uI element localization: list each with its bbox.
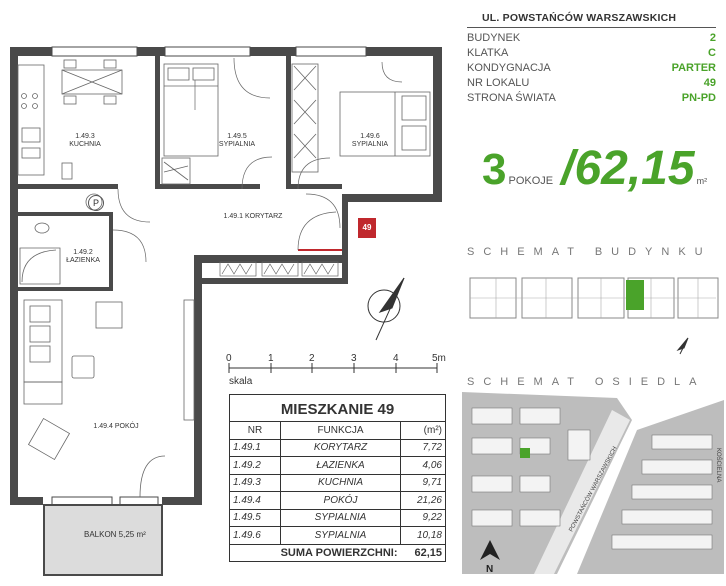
rooms-count: 3 (482, 145, 507, 194)
cell-fn: SYPIALNIA (280, 509, 401, 527)
table-row: 1.49.3 KUCHNIA 9,71 (230, 474, 445, 492)
table-row: 1.49.1 KORYTARZ 7,72 (230, 439, 445, 457)
floor-plan (10, 46, 442, 576)
rooms-word: POKOJE (508, 175, 554, 187)
sum-label: SUMA POWIERZCHNI: (280, 546, 398, 559)
scale-tick-0: 0 (226, 353, 232, 364)
cell-nr: 1.49.2 (230, 456, 281, 475)
cell-fn: SYPIALNIA (280, 526, 401, 545)
balcony-label: BALKON 5,25 m² (84, 530, 146, 539)
scale-tick-3: 3 (351, 353, 357, 364)
area-unit: m² (696, 176, 708, 186)
cell-area: 4,06 (400, 456, 445, 475)
table-title: MIESZKANIE 49 (230, 395, 445, 422)
cell-fn: ŁAZIENKA (280, 456, 401, 475)
cell-nr: 1.49.4 (230, 491, 281, 510)
scale-tick-1: 1 (268, 353, 274, 364)
site-north-icon: N (480, 540, 500, 575)
total-area: 62,15 (574, 142, 695, 195)
table-header-nr: NR (230, 422, 281, 440)
scale-tick-2: 2 (309, 353, 315, 364)
balcony-area (43, 504, 163, 576)
cell-area: 9,22 (400, 509, 445, 527)
summary-rooms-area: 3 POKOJE / 62,15 m² (482, 142, 708, 195)
building-schema (469, 277, 719, 355)
room-label-pokoj: 1.49.4 POKÓJ (93, 423, 139, 430)
site-street-2: KOŚCIELNA (715, 448, 723, 482)
cell-nr: 1.49.3 (230, 474, 281, 492)
divider (467, 27, 716, 28)
compass-icon (367, 277, 405, 341)
table-row: 1.49.5 SYPIALNIA 9,22 (230, 509, 445, 527)
scale-bar (228, 363, 438, 373)
area-table: MIESZKANIE 49 NR FUNKCJA (m²) 1.49.1 KOR… (229, 394, 446, 562)
north-arrow-icon (676, 337, 689, 355)
table-row: 1.49.4 POKÓJ 21,26 (230, 491, 445, 510)
parking-icon: P (88, 195, 104, 211)
cell-area: 21,26 (400, 491, 445, 510)
scale-tick-4: 4 (393, 353, 399, 364)
sum-value: 62,15 (414, 546, 442, 559)
scale-tick-5: 5m (432, 353, 446, 364)
cell-fn: KUCHNIA (280, 474, 401, 492)
table-row: 1.49.6 SYPIALNIA 10,18 (230, 526, 445, 545)
schemat-budynku-title: SCHEMAT BUDYNKU (467, 246, 712, 258)
site-map: POWSTAŃCÓW WARSZAWSKICH KOŚCIELNA N (462, 392, 724, 575)
schemat-osiedla-title: SCHEMAT OSIEDLA (467, 376, 706, 388)
table-row: 1.49.2 ŁAZIENKA 4,06 (230, 456, 445, 475)
cell-nr: 1.49.6 (230, 526, 281, 545)
slash: / (561, 142, 575, 195)
table-header-funkcja: FUNKCJA (280, 422, 401, 440)
cell-area: 10,18 (400, 526, 445, 545)
cell-area: 7,72 (400, 439, 445, 457)
cell-fn: POKÓJ (280, 491, 401, 510)
cell-area: 9,71 (400, 474, 445, 492)
room-label-korytarz: 1.49.1 KORYTARZ (223, 213, 283, 220)
svg-text:N: N (486, 564, 493, 575)
street-name: UL. POWSTAŃCÓW WARSZAWSKICH (482, 12, 677, 24)
scale-label: skala (229, 376, 253, 387)
cell-fn: KORYTARZ (280, 439, 401, 457)
cell-nr: 1.49.5 (230, 509, 281, 527)
unit-badge: 49 (358, 218, 376, 238)
cell-nr: 1.49.1 (230, 439, 281, 457)
table-sum-row: SUMA POWIERZCHNI: 62,15 (230, 544, 445, 561)
table-header-area: (m²) (400, 422, 445, 440)
